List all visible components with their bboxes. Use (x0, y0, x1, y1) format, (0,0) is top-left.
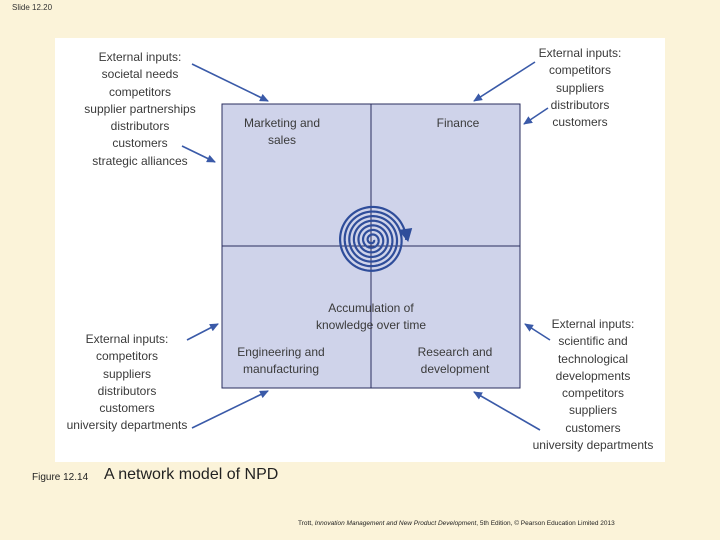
external-input-item: customers (552, 115, 608, 130)
arrow-bottom-left-lower (191, 390, 269, 429)
external-input-item: university departments (532, 438, 654, 453)
external-input-item: customers (99, 401, 155, 416)
arrow-top-right-upper (473, 61, 536, 102)
quadrant-line: Engineering and (237, 345, 325, 359)
external-input-item: distributors (110, 119, 170, 134)
credit-edition: , 5th Edition, © Pearson Education Limit… (476, 520, 615, 527)
arrow-bottom-right-upper (524, 323, 551, 341)
center-label: Accumulation of knowledge over time (296, 300, 446, 335)
center-label-line: knowledge over time (315, 318, 427, 333)
figure-number: Figure 12.14 (32, 472, 89, 483)
quadrant-line: manufacturing (242, 362, 320, 377)
external-input-item: supplier partnerships (84, 101, 196, 116)
figure-title: A network model of NPD (104, 466, 279, 483)
spiral-arrowhead (398, 228, 413, 242)
credit-author: Trott, (298, 520, 315, 527)
credit-book: Innovation Management and New Product De… (314, 520, 477, 527)
external-input-item: developments (555, 368, 631, 383)
external-input-heading: External inputs: (98, 50, 182, 64)
external-inputs-top-right: External inputs: competitors suppliers d… (530, 45, 630, 131)
external-input-item: competitors (95, 349, 159, 364)
arrow-top-right-lower (523, 107, 549, 125)
external-input-item: suppliers (102, 366, 152, 381)
spiral-path (338, 205, 408, 272)
arrow-bottom-left-upper (186, 323, 219, 341)
external-input-item: university departments (66, 418, 188, 433)
external-input-item: competitors (561, 386, 625, 401)
quadrant-label-finance: Finance (418, 115, 498, 132)
external-input-item: suppliers (568, 403, 618, 418)
external-input-heading: External inputs: (85, 332, 169, 346)
external-inputs-bottom-right: External inputs: scientific and technolo… (528, 316, 658, 454)
quadrant-label-research: Research and development (405, 344, 505, 379)
quadrant-label-marketing: Marketing and sales (232, 115, 332, 150)
external-input-item: strategic alliances (92, 153, 188, 168)
external-input-item: competitors (548, 63, 612, 78)
input-arrows (181, 61, 551, 431)
quadrant-line: Marketing and (243, 116, 321, 130)
external-input-item: technological (557, 351, 629, 366)
knowledge-spiral (338, 205, 413, 272)
external-input-item: scientific and (558, 334, 628, 349)
quadrant-line: Research and (417, 345, 493, 359)
external-input-item: suppliers (555, 80, 605, 95)
quadrant-line: sales (267, 133, 296, 148)
external-input-item: customers (565, 420, 621, 435)
external-input-item: customers (112, 136, 168, 151)
external-inputs-top-left: External inputs: societal needs competit… (74, 49, 206, 170)
external-input-item: competitors (108, 84, 172, 99)
center-label-line: Accumulation of (328, 301, 414, 315)
quadrant-label-engineering: Engineering and manufacturing (226, 344, 336, 379)
external-inputs-bottom-left: External inputs: competitors suppliers d… (60, 331, 194, 435)
arrow-bottom-right-lower (473, 391, 541, 431)
external-input-heading: External inputs: (538, 46, 622, 60)
external-input-item: societal needs (101, 67, 179, 82)
external-input-item: distributors (97, 383, 157, 398)
quadrant-line: development (420, 362, 490, 377)
arrow-top-left-upper (191, 63, 269, 102)
quadrant-line: Finance (436, 116, 480, 130)
external-input-heading: External inputs: (551, 317, 635, 331)
source-credit: Trott, Innovation Management and New Pro… (298, 520, 615, 527)
arrow-top-left-lower (181, 145, 216, 163)
external-input-item: distributors (550, 97, 610, 112)
slide-number: Slide 12.20 (12, 3, 53, 12)
